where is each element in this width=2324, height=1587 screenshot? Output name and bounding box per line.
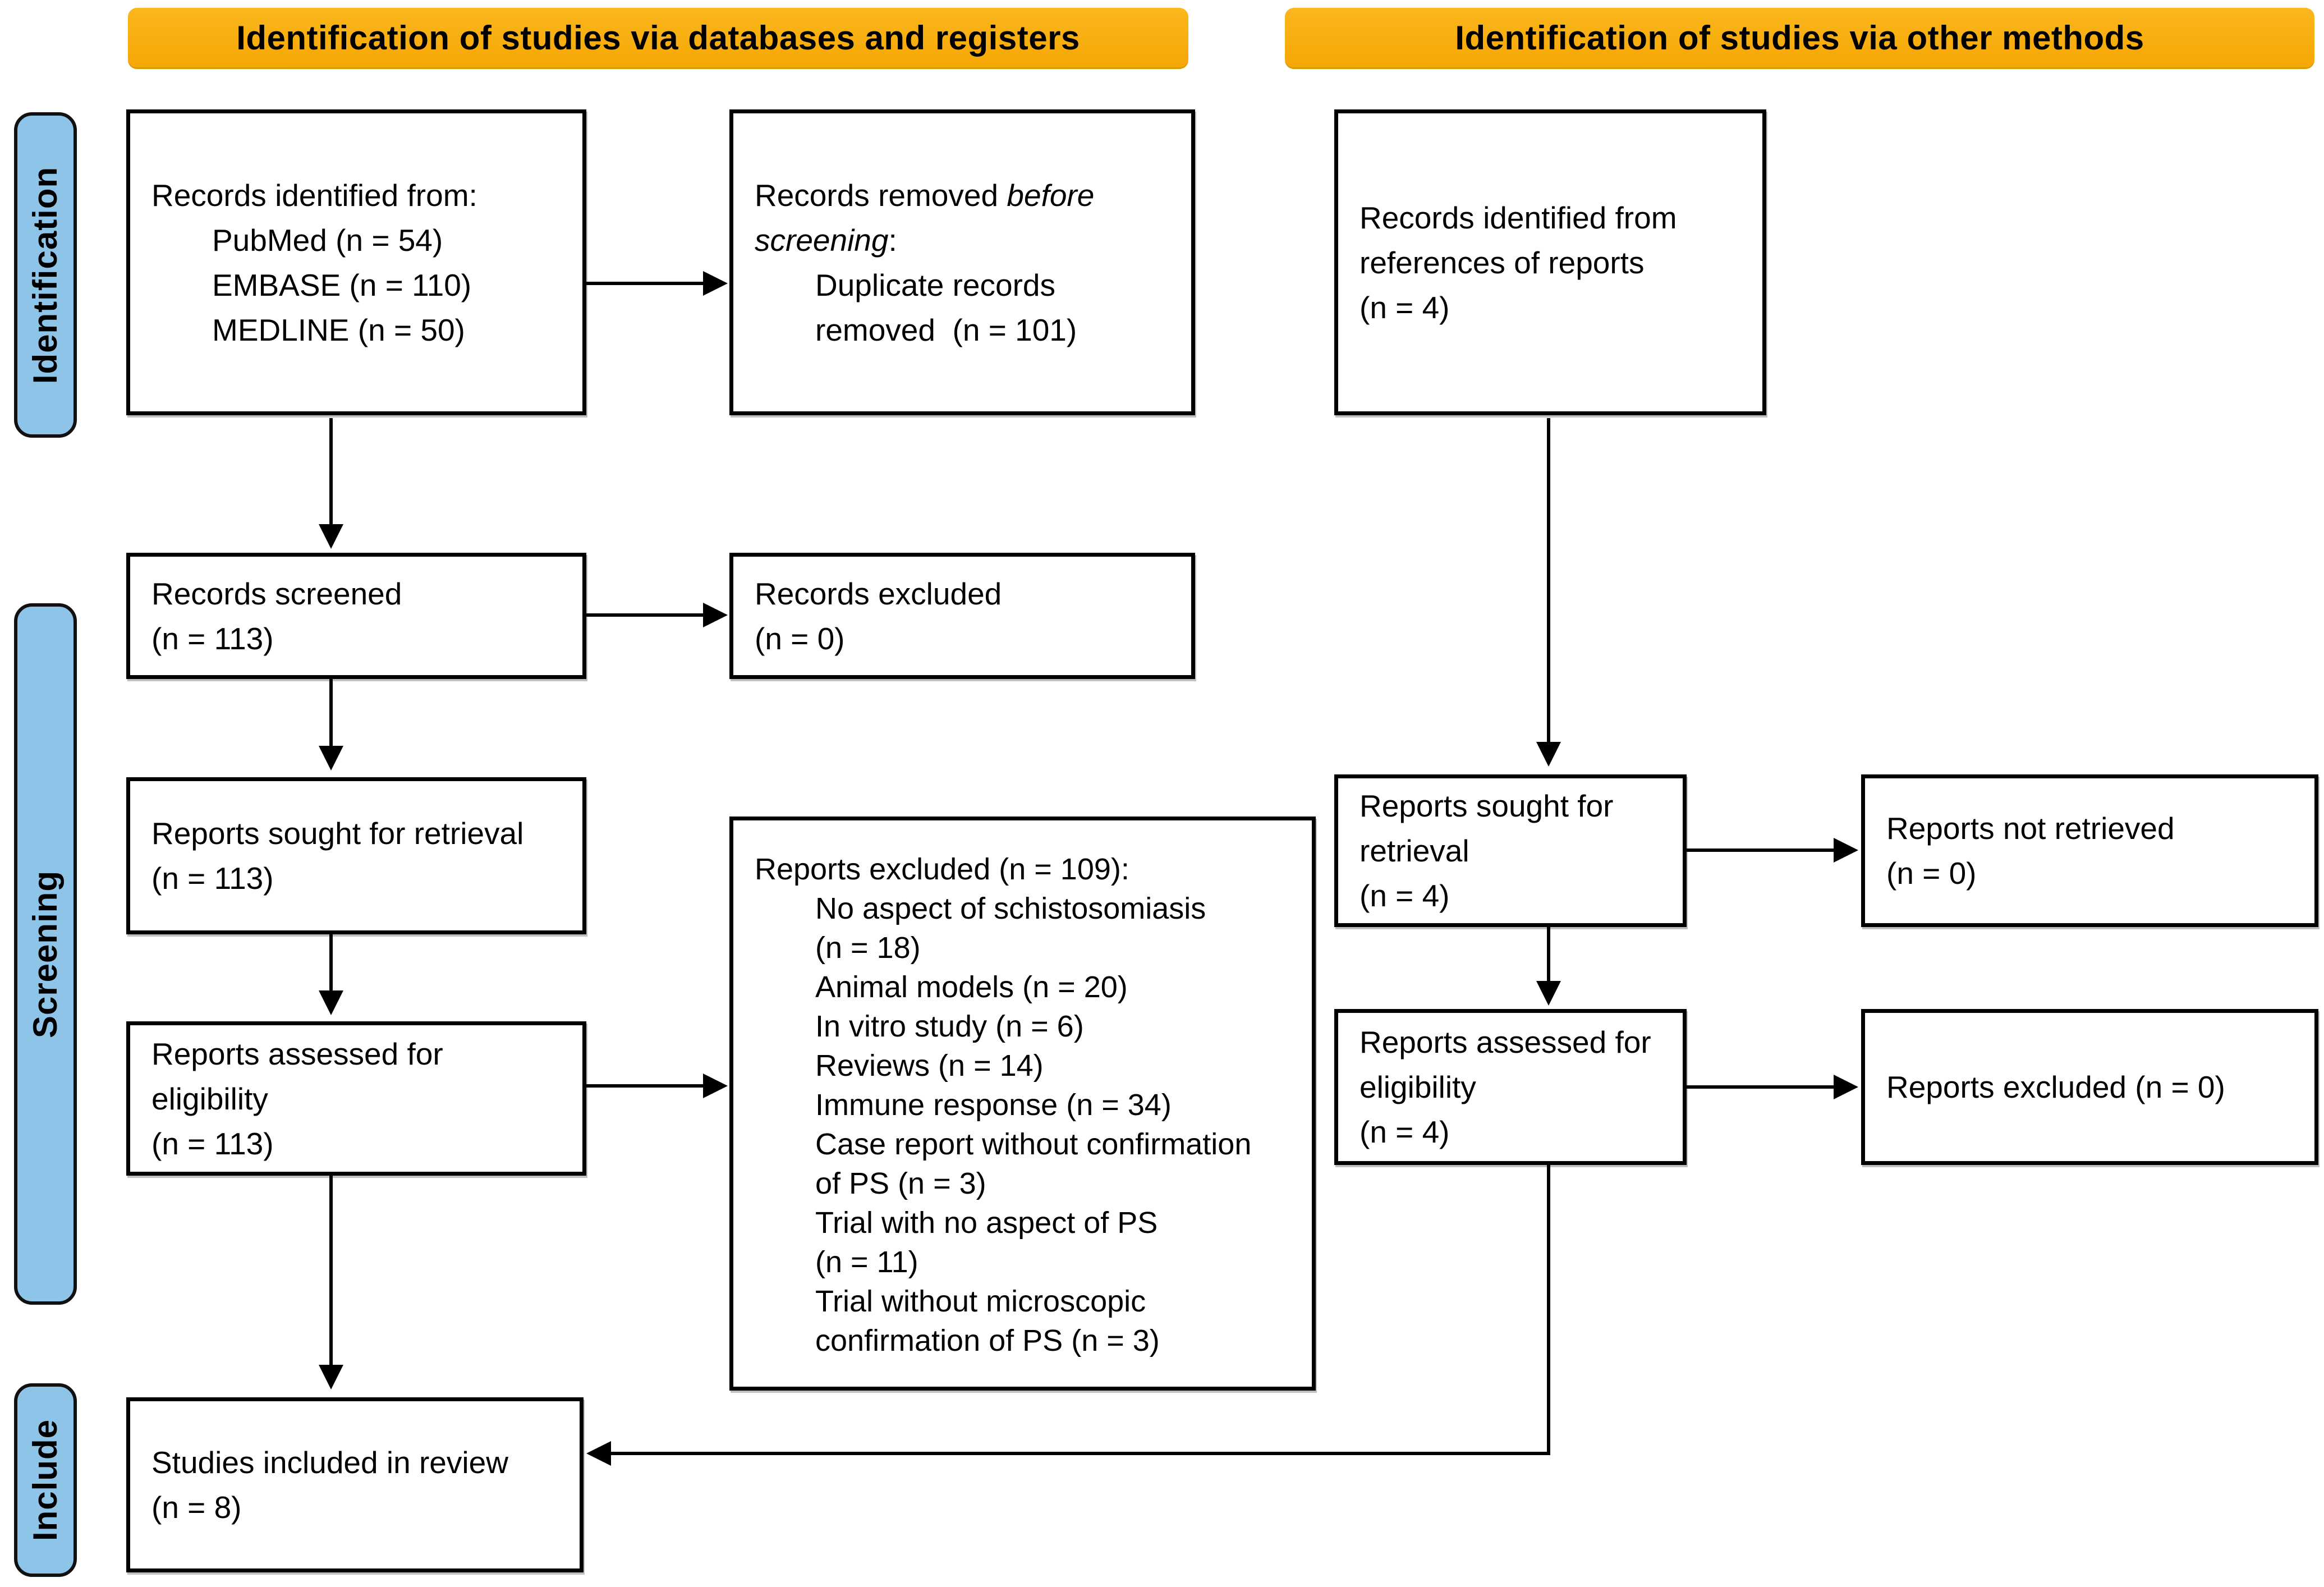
header-databases-label: Identification of studies via databases …	[236, 19, 1080, 57]
box-reports-sought: Reports sought for retrieval (n = 113)	[126, 777, 586, 934]
text-line: screening:	[755, 218, 1170, 263]
text-line: In vitro study (n = 6)	[815, 1010, 1084, 1043]
box-reports-excluded-other: Reports excluded (n = 0)	[1861, 1009, 2318, 1165]
box-records-excluded: Records excluded (n = 0)	[729, 553, 1195, 679]
arrow-identified-to-removed-head	[703, 271, 728, 296]
text-segment: :	[888, 222, 897, 258]
header-other-methods-label: Identification of studies via other meth…	[1455, 19, 2144, 57]
text-line: No aspect of schistosomiasis	[815, 892, 1206, 925]
text-line: Reviews (n = 14)	[815, 1049, 1044, 1083]
header-databases-registers: Identification of studies via databases …	[128, 8, 1188, 67]
box-records-screened: Records screened (n = 113)	[126, 553, 586, 679]
text-line: of PS (n = 3)	[815, 1167, 986, 1200]
box-reports-not-retrieved: Reports not retrieved (n = 0)	[1861, 774, 2318, 927]
text-line: Reports sought for	[1360, 788, 1614, 823]
box-reports-excluded-reasons: Reports excluded (n = 109): No aspect of…	[729, 817, 1316, 1391]
text-line: (n = 4)	[1360, 290, 1450, 325]
arrow-assessed-to-reasons-head	[703, 1074, 728, 1098]
box-records-identified: Records identified from: PubMed (n = 54)…	[126, 109, 586, 415]
arrow-other-sought-to-assessed-head	[1536, 981, 1561, 1006]
text-line: Records identified from:	[151, 177, 477, 213]
arrow-other-assessed-to-included-hline	[611, 1452, 1550, 1455]
arrow-other-assessed-to-included-vline	[1547, 1165, 1550, 1455]
arrow-assessed-to-reasons-line	[586, 1084, 704, 1088]
text-line: Records identified from	[1360, 200, 1677, 235]
text-line: (n = 18)	[815, 931, 921, 965]
text-line: Duplicate records	[815, 267, 1055, 302]
text-line: removed (n = 101)	[815, 312, 1077, 347]
arrow-other-identified-to-sought-line	[1547, 418, 1550, 742]
stage-screening: Screening	[14, 603, 77, 1305]
box-reports-assessed: Reports assessed for eligibility (n = 11…	[126, 1021, 586, 1176]
text-line: Reports assessed for	[1360, 1025, 1651, 1059]
text-line: PubMed (n = 54)	[212, 222, 443, 258]
header-other-methods: Identification of studies via other meth…	[1285, 8, 2314, 67]
text-line: (n = 0)	[755, 621, 845, 656]
text-line: (n = 113)	[151, 1126, 274, 1161]
arrow-other-sought-to-assessed-line	[1547, 927, 1550, 982]
box-records-removed: Records removed before screening: Duplic…	[729, 109, 1195, 415]
stage-include: Include	[14, 1383, 77, 1577]
text-line: EMBASE (n = 110)	[212, 267, 472, 302]
arrow-screened-to-sought-line	[329, 679, 333, 746]
arrow-assessed-to-included-head	[319, 1365, 343, 1389]
text-line: confirmation of PS (n = 3)	[815, 1324, 1160, 1357]
text-segment-italic: before	[1007, 177, 1095, 213]
text-line: eligibility	[1360, 1070, 1476, 1104]
text-line: (n = 113)	[151, 861, 274, 896]
text-line: (n = 113)	[151, 621, 274, 656]
text-line: (n = 4)	[1360, 1114, 1450, 1149]
text-line: Animal models (n = 20)	[815, 970, 1128, 1004]
text-line: Trial with no aspect of PS	[815, 1206, 1158, 1240]
text-line: Trial without microscopic	[815, 1285, 1146, 1318]
stage-identification: Identification	[14, 112, 77, 438]
text-line: Records excluded	[755, 576, 1002, 611]
arrow-other-assessed-to-excluded-head	[1834, 1075, 1858, 1099]
text-line: Reports sought for retrieval	[151, 816, 524, 851]
arrow-screened-to-excluded-line	[586, 613, 704, 617]
text-line: (n = 4)	[1360, 878, 1450, 913]
text-line: references of reports	[1360, 245, 1645, 280]
text-segment: Records removed	[755, 177, 1007, 213]
box-studies-included: Studies included in review (n = 8)	[126, 1397, 584, 1572]
stage-identification-label: Identification	[26, 166, 65, 384]
text-line: Case report without confirmation	[815, 1127, 1252, 1161]
arrow-other-sought-to-not-retrieved-head	[1834, 838, 1858, 863]
arrow-identified-to-screened-head	[319, 524, 343, 549]
box-records-identified-other: Records identified from references of re…	[1334, 109, 1766, 415]
stage-screening-label: Screening	[26, 870, 65, 1038]
arrow-screened-to-excluded-head	[703, 603, 728, 627]
arrow-other-assessed-to-excluded-line	[1687, 1085, 1835, 1089]
text-line: retrieval	[1360, 833, 1469, 868]
text-line: Reports excluded (n = 0)	[1886, 1070, 2225, 1104]
text-line: Reports not retrieved	[1886, 811, 2175, 846]
arrow-sought-to-assessed-head	[319, 990, 343, 1015]
box-reports-assessed-other: Reports assessed for eligibility (n = 4)	[1334, 1009, 1687, 1165]
text-line: Records screened	[151, 576, 402, 611]
arrow-sought-to-assessed-line	[329, 934, 333, 992]
arrow-other-sought-to-not-retrieved-line	[1687, 848, 1835, 852]
text-line: Reports assessed for	[151, 1036, 443, 1071]
arrow-identified-to-screened-line	[329, 418, 333, 525]
text-line: Immune response (n = 34)	[815, 1088, 1172, 1122]
arrow-assessed-to-included-line	[329, 1176, 333, 1366]
text-line: Records removed before	[755, 173, 1170, 218]
text-line: eligibility	[151, 1081, 268, 1116]
text-line: (n = 11)	[815, 1245, 918, 1279]
box-reports-sought-other: Reports sought for retrieval (n = 4)	[1334, 774, 1687, 927]
text-line: Studies included in review	[151, 1445, 508, 1480]
arrow-identified-to-removed-line	[586, 282, 704, 285]
stage-include-label: Include	[26, 1419, 65, 1542]
arrow-screened-to-sought-head	[319, 746, 343, 770]
arrow-other-identified-to-sought-head	[1536, 742, 1561, 767]
arrow-other-assessed-to-included-head	[586, 1441, 611, 1466]
text-segment-italic: screening	[755, 222, 889, 258]
text-line: (n = 8)	[151, 1490, 242, 1525]
text-line: MEDLINE (n = 50)	[212, 312, 465, 347]
text-line: Reports excluded (n = 109):	[755, 852, 1129, 886]
text-line: (n = 0)	[1886, 856, 1977, 891]
